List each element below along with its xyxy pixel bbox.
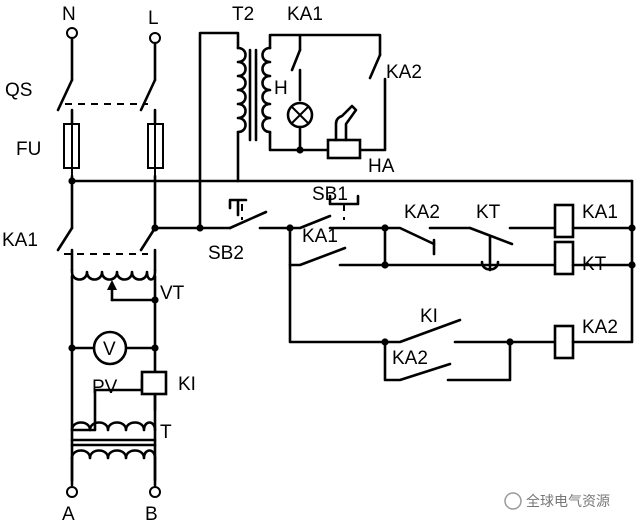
label-ka2-alarm: KA2	[386, 62, 422, 83]
label-ka2-r1: KA2	[404, 202, 440, 223]
label-sb1: SB1	[312, 184, 348, 205]
label-kt-coil: KT	[582, 254, 607, 275]
label-ka1-hold: KA1	[302, 226, 338, 247]
terminal-b	[149, 486, 161, 498]
main-power-circuit	[56, 27, 168, 498]
kt-coil	[553, 240, 575, 276]
ha-alarm-bell	[326, 138, 362, 160]
terminal-n	[66, 27, 78, 39]
label-ha: HA	[368, 156, 395, 177]
label-kt-r1: KT	[476, 202, 501, 223]
label-b: B	[145, 504, 158, 525]
t-transformer-secondary	[70, 449, 157, 460]
label-a: A	[62, 504, 75, 525]
label-h: H	[274, 78, 288, 99]
label-t2: T2	[232, 4, 254, 25]
label-n: N	[62, 4, 76, 25]
label-vt: VT	[160, 283, 185, 304]
ka2-alarm-contact	[368, 53, 382, 80]
vt-winding	[70, 268, 157, 281]
label-v: V	[103, 339, 116, 360]
pv-voltmeter	[92, 330, 128, 366]
label-ka1-coil: KA1	[582, 202, 618, 223]
label-ka1-main: KA1	[2, 230, 38, 251]
terminal-l	[149, 32, 161, 44]
ka1-coil	[553, 203, 575, 239]
ka2-nc-contact	[383, 226, 436, 246]
label-qs: QS	[5, 80, 32, 101]
t-transformer-primary	[70, 421, 157, 432]
label-ka2-coil: KA2	[582, 317, 618, 338]
labels: N L QS FU KA1 VT V PV KI T A B T2 KA1 H …	[2, 4, 618, 525]
ka2-coil	[553, 324, 575, 360]
label-sb2: SB2	[208, 243, 244, 264]
alarm-circuit	[70, 31, 634, 230]
sb1-button	[288, 214, 332, 230]
control-circuit	[153, 179, 636, 382]
sb2-button	[228, 210, 268, 230]
label-ki: KI	[178, 374, 196, 395]
label-l: L	[148, 8, 159, 29]
qs-switch	[56, 78, 157, 112]
terminal-a	[66, 486, 78, 498]
label-ki-contact: KI	[420, 306, 438, 327]
label-ka1-alarm: KA1	[287, 4, 323, 25]
ki-contact	[383, 318, 462, 344]
label-ka2-hold: KA2	[392, 348, 428, 369]
wechat-icon	[504, 492, 522, 510]
ka1-alarm-contact	[290, 48, 302, 72]
label-pv: PV	[92, 377, 118, 398]
label-t: T	[160, 422, 172, 443]
ka1-main-contact	[56, 226, 157, 252]
watermark: 全球电气资源	[504, 492, 610, 510]
watermark-text: 全球电气资源	[526, 493, 610, 510]
ka2-hold-contact	[383, 340, 452, 382]
t2-primary-winding	[236, 46, 247, 134]
label-fu: FU	[16, 139, 41, 160]
ki-relay-coil	[140, 370, 168, 396]
ka1-hold-contact	[288, 226, 347, 267]
